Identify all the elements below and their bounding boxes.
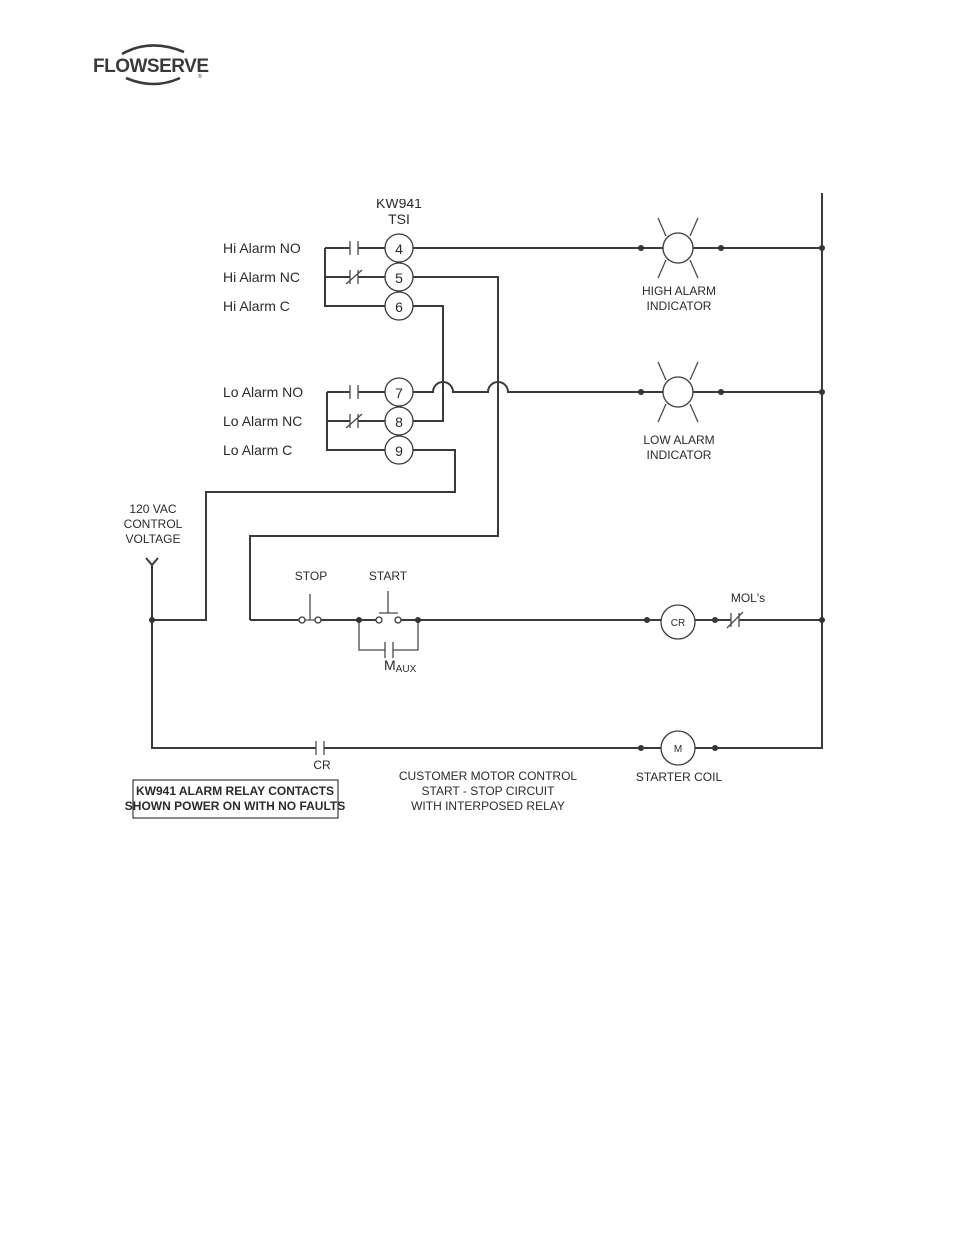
- caption-line-1: CUSTOMER MOTOR CONTROL: [399, 769, 578, 783]
- left-power-rail: [151, 565, 316, 749]
- low-alarm-indicator: [638, 361, 825, 423]
- maux-label: MAUX: [384, 657, 417, 675]
- terminal-5: 5: [384, 262, 414, 292]
- terminal-9: 9: [384, 435, 414, 465]
- svg-text:4: 4: [395, 241, 403, 257]
- mols-label: MOL's: [731, 591, 765, 605]
- svg-text:9: 9: [395, 443, 403, 459]
- stop-label: STOP: [295, 569, 327, 583]
- terminal-label-lo-c: Lo Alarm C: [223, 442, 292, 458]
- mols-contact: [726, 611, 744, 629]
- starter-coil-label: STARTER COIL: [636, 770, 723, 784]
- logo-arc-bottom: [125, 76, 181, 86]
- logo-text: FLOWSERVE: [93, 56, 209, 77]
- cr-contact: [315, 741, 641, 755]
- terminal-label-hi-no: Hi Alarm NO: [223, 240, 301, 256]
- low-indicator-label-1: LOW ALARM: [643, 433, 714, 447]
- starter-coil: M: [638, 730, 718, 766]
- terminal-label-lo-no: Lo Alarm NO: [223, 384, 303, 400]
- terminal-6: 6: [384, 291, 414, 321]
- note-line-2: SHOWN POWER ON WITH NO FAULTS: [125, 799, 345, 813]
- junction-dot: [149, 617, 155, 623]
- high-indicator-label-2: INDICATOR: [647, 299, 712, 313]
- caption-line-2: START - STOP CIRCUIT: [422, 784, 556, 798]
- svg-text:8: 8: [395, 414, 403, 430]
- svg-text:CR: CR: [671, 618, 685, 629]
- right-power-rail: [715, 193, 823, 749]
- svg-text:5: 5: [395, 270, 403, 286]
- wire-5-to-start-circuit: [249, 276, 499, 620]
- svg-text:7: 7: [395, 385, 403, 401]
- tsi-title: TSI: [388, 211, 410, 227]
- supply-label-1: 120 VAC: [129, 502, 176, 516]
- wire-9-to-supply: [152, 449, 456, 621]
- cr-contact-label: CR: [313, 758, 331, 772]
- note-line-1: KW941 ALARM RELAY CONTACTS: [136, 784, 334, 798]
- kw941-title: KW941: [376, 195, 422, 211]
- high-alarm-indicator: [638, 217, 825, 279]
- svg-text:M: M: [674, 744, 682, 755]
- start-pushbutton: [375, 591, 661, 624]
- terminal-8: 8: [384, 406, 414, 436]
- wire-7-to-low-indicator: [413, 381, 663, 393]
- supply-label-3: VOLTAGE: [126, 532, 181, 546]
- terminal-label-hi-nc: Hi Alarm NC: [223, 269, 300, 285]
- maux-contact: [356, 617, 421, 658]
- svg-text:6: 6: [395, 299, 403, 315]
- flowserve-logo: FLOWSERVE ®: [93, 44, 209, 86]
- terminal-label-lo-nc: Lo Alarm NC: [223, 413, 302, 429]
- junction-dot: [819, 617, 825, 623]
- terminal-label-hi-c: Hi Alarm C: [223, 298, 290, 314]
- stop-pushbutton: [250, 594, 376, 624]
- supply-label-2: CONTROL: [124, 517, 183, 531]
- start-label: START: [369, 569, 408, 583]
- hi-alarm-relay: [324, 241, 385, 307]
- wire-6-to-8: [413, 305, 444, 422]
- terminal-7: 7: [384, 377, 414, 407]
- high-indicator-label-1: HIGH ALARM: [642, 284, 716, 298]
- lo-alarm-relay: [326, 385, 385, 451]
- supply-terminal-symbol: [145, 557, 159, 567]
- low-indicator-label-2: INDICATOR: [647, 448, 712, 462]
- logo-registered-mark: ®: [198, 73, 202, 80]
- cr-coil: CR: [644, 604, 718, 640]
- note-box: [132, 779, 339, 819]
- caption-line-3: WITH INTERPOSED RELAY: [411, 799, 565, 813]
- logo-arc-top: [121, 44, 185, 56]
- terminal-4: 4: [384, 233, 414, 263]
